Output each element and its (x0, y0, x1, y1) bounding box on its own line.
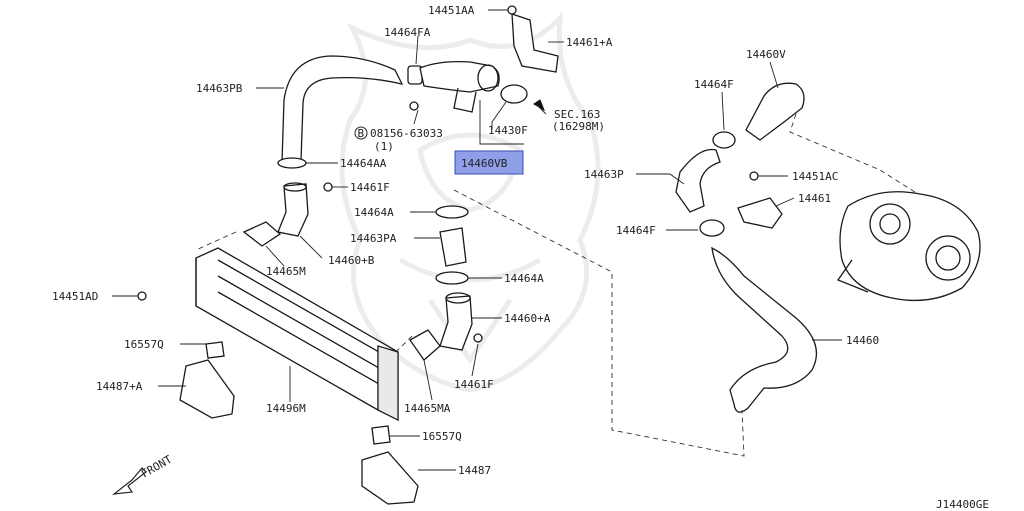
label-14461plusA[interactable]: 14461+A (566, 36, 613, 49)
label-14451AA[interactable]: 14451AA (428, 4, 475, 17)
connector-14460plusB[interactable] (277, 183, 309, 237)
label-14464F-mid[interactable]: 14464F (616, 224, 656, 237)
label-14460plusB[interactable]: 14460+B (328, 254, 375, 267)
label-14464A-top[interactable]: 14464A (354, 206, 394, 219)
duct-14460VB-bracket (453, 87, 477, 113)
clamp-14464A-mid[interactable] (435, 271, 469, 285)
part-labels: 14451AA 14461+A 14464FA 14463PB 08156-63… (52, 4, 989, 511)
svg-text:B: B (358, 127, 365, 140)
hose-14463PB[interactable] (281, 55, 404, 163)
bracket-14487plusA[interactable] (179, 359, 235, 419)
nut-14461F-top[interactable] (323, 182, 333, 192)
hose-14463PA[interactable] (439, 227, 467, 267)
highlight-14460VB (454, 150, 524, 175)
bolt-14451AA[interactable] (507, 5, 517, 15)
front-arrow-icon (111, 467, 147, 495)
hose-14463P[interactable] (675, 148, 721, 213)
mount-16557Q-bottom[interactable] (371, 425, 391, 445)
pipe-14460[interactable] (711, 246, 818, 413)
bolt-14451AC[interactable] (749, 171, 759, 181)
nut-14461F-bottom[interactable] (473, 333, 483, 343)
label-14464F-top[interactable]: 14464F (694, 78, 734, 91)
turbocharger (836, 191, 981, 302)
bolt-08156-63033[interactable] (409, 101, 419, 111)
clamp-14464A-top[interactable] (435, 205, 469, 219)
connector-14460plusA-rim (445, 292, 471, 304)
label-14465MA[interactable]: 14465MA (404, 402, 451, 415)
label-14465M[interactable]: 14465M (266, 265, 306, 278)
gasket-14465M[interactable] (242, 221, 282, 247)
label-14463PA[interactable]: 14463PA (350, 232, 397, 245)
diagram-code: J14400GE (936, 498, 989, 511)
label-08156-63033[interactable]: 08156-63033 (370, 127, 443, 140)
label-14487[interactable]: 14487 (458, 464, 491, 477)
label-14451AC[interactable]: 14451AC (792, 170, 838, 183)
label-14460VB[interactable]: 14460VB (461, 157, 508, 170)
label-14496M[interactable]: 14496M (266, 402, 306, 415)
label-14460V[interactable]: 14460V (746, 48, 786, 61)
label-14464AA[interactable]: 14464AA (340, 157, 387, 170)
label-14461F-bottom[interactable]: 14461F (454, 378, 494, 391)
bolt-symbol-b (354, 126, 368, 140)
front-label: FRONT (139, 453, 175, 481)
label-14460[interactable]: 14460 (846, 334, 879, 347)
duct-14460VB[interactable] (419, 60, 500, 93)
bracket-14461plusA[interactable] (511, 13, 559, 73)
connector-14460plusB-rim (283, 182, 307, 192)
label-14430F[interactable]: 14430F (488, 124, 528, 137)
label-14463PB[interactable]: 14463PB (196, 82, 243, 95)
label-14461F-top[interactable]: 14461F (350, 181, 390, 194)
label-14487plusA[interactable]: 14487+A (96, 380, 143, 393)
bracket-14487[interactable] (361, 451, 419, 505)
intercooler-14496M[interactable] (195, 247, 399, 422)
mount-16557Q-left[interactable] (205, 341, 225, 359)
label-14461[interactable]: 14461 (798, 192, 831, 205)
label-14451AD[interactable]: 14451AD (52, 290, 98, 303)
label-08156-qty: (1) (374, 140, 394, 153)
bracket-14461[interactable] (737, 197, 783, 229)
label-sec-163[interactable]: SEC.163 (554, 108, 600, 121)
label-14464FA[interactable]: 14464FA (384, 26, 431, 39)
label-14460plusA[interactable]: 14460+A (504, 312, 551, 325)
label-sec-163-ref: (16298M) (552, 120, 605, 133)
label-16557Q-left[interactable]: 16557Q (124, 338, 164, 351)
gasket-14465MA[interactable] (409, 329, 441, 361)
leader-lines (112, 9, 919, 471)
bolt-14451AD[interactable] (137, 291, 147, 301)
clamp-14430F[interactable] (500, 84, 528, 104)
clamp-14464F-top[interactable] (712, 131, 736, 149)
duct-14460V[interactable] (745, 82, 805, 141)
clamp-14464F-mid[interactable] (699, 219, 725, 237)
clamp-14464AA[interactable] (277, 157, 307, 169)
label-16557Q-bottom[interactable]: 16557Q (422, 430, 462, 443)
label-14463P[interactable]: 14463P (584, 168, 624, 181)
sec-163-arrow (533, 99, 546, 112)
label-14464A-mid[interactable]: 14464A (504, 272, 544, 285)
duct-14460VB-inlet (477, 64, 499, 92)
connector-14460plusA[interactable] (439, 295, 473, 351)
